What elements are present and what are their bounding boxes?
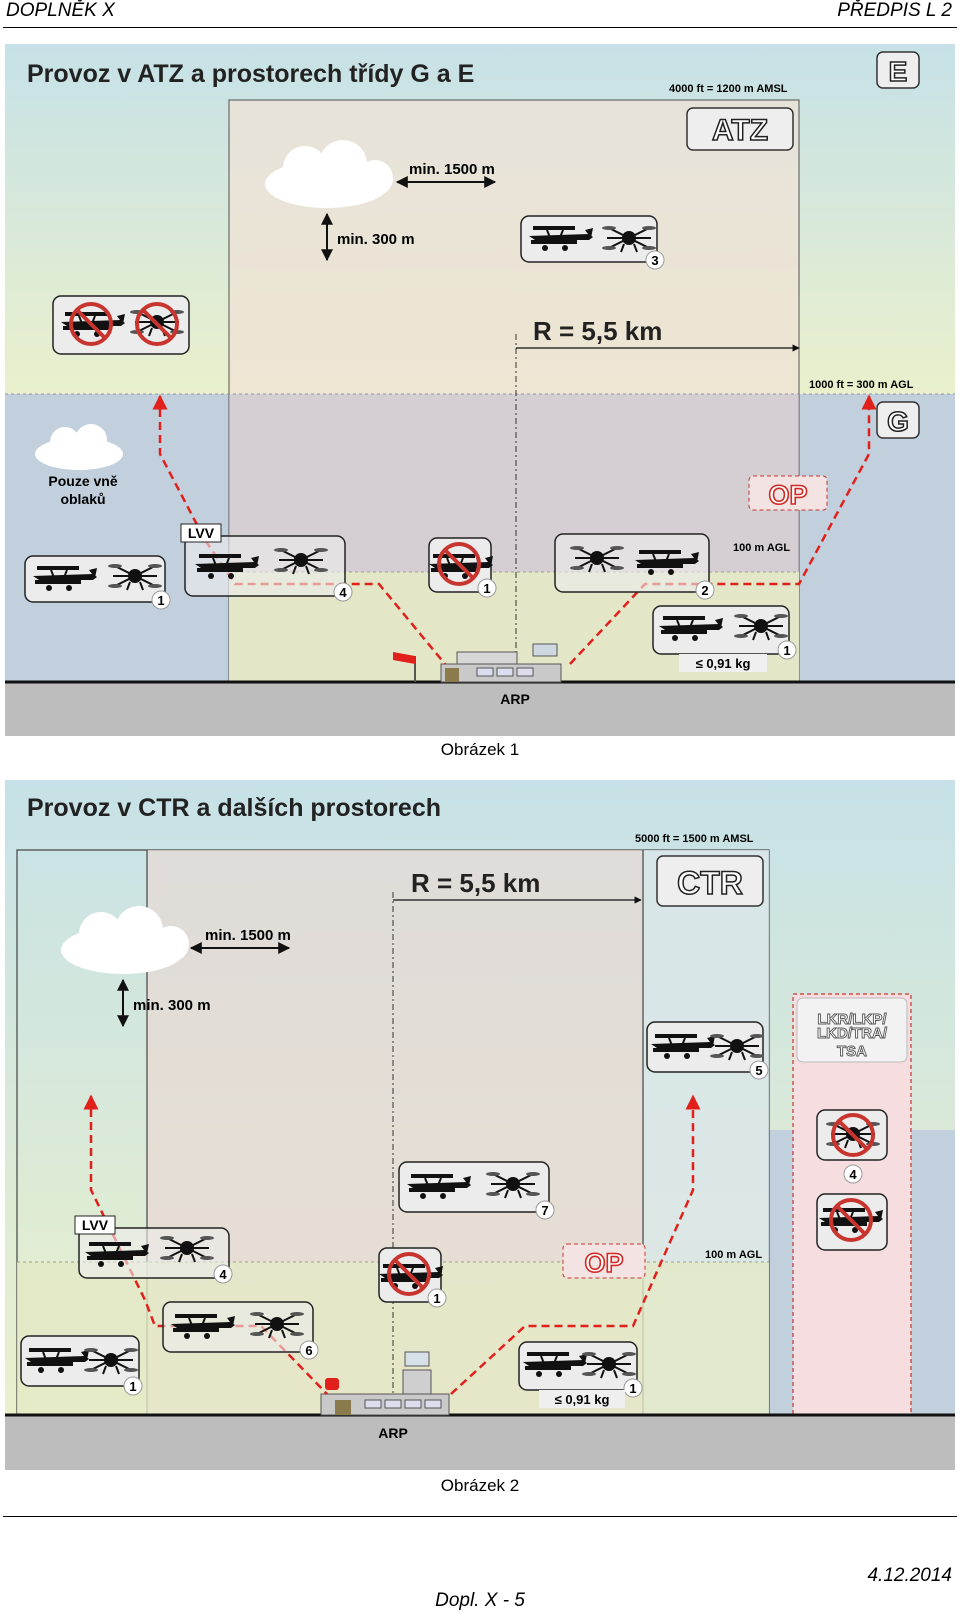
class-g-badge [876,401,920,439]
marker-2: 2 [701,583,708,598]
figure-2: LKR/LKP/ LKD/TRA/ TSA ARP Provoz v CTR a… [5,780,955,1470]
op-zone [562,1243,646,1279]
small-cloud-icon [35,424,123,470]
operation-box-4-lvv: LVV 4 [180,523,353,602]
cloud-vertical-min: min. 300 m [337,231,415,248]
cloud-icon [61,906,189,974]
ctr-badge [656,855,764,907]
atz-badge [686,107,794,151]
op-zone [748,475,828,511]
figure-2-diagram: LKR/LKP/ LKD/TRA/ TSA ARP Provoz v CTR a… [5,780,955,1470]
airport-building-icon [393,643,562,683]
lvv-label: LVV [82,1217,109,1233]
altitude-5000ft: 5000 ft = 1500 m AMSL [635,833,754,845]
operation-box-7: 7 [398,1161,555,1220]
marker-1-left: 1 [157,593,164,608]
altitude-4000ft: 4000 ft = 1200 m AMSL [669,83,788,95]
prohibited-box-1-centre: 1 [378,1247,447,1308]
control-tower-icon [320,1351,450,1416]
restricted-area-label-3: TSA [837,1043,867,1060]
cloud-horizontal-min: min. 1500 m [409,161,495,178]
prohibited-box-restricted-top [816,1109,888,1161]
document-header-right: PŘEDPIS L 2 [837,0,952,21]
radius-label: R = 5,5 km [411,868,540,898]
operation-box-1-right: 1 ≤ 0,91 kg [518,1341,643,1408]
prohibited-box-class-e [52,295,190,355]
class-g-label: G [887,406,909,437]
cloud-horizontal-min: min. 1500 m [205,927,291,944]
marker-7: 7 [541,1203,548,1218]
altitude-1000ft: 1000 ft = 300 m AGL [809,379,914,391]
marker-4-restricted: 4 [849,1167,857,1182]
operation-box-5: 5 [646,1021,769,1080]
marker-1-left: 1 [129,1379,136,1394]
marker-4: 4 [219,1267,227,1282]
operation-box-1-left: 1 [20,1335,143,1396]
ground [5,1415,955,1470]
marker-1-centre: 1 [483,581,490,596]
operation-box-2: 2 [554,533,715,600]
flight-route-right [450,1094,701,1395]
restricted-area-label-1: LKR/LKP/ [817,1011,887,1028]
operation-box-4-lvv: LVV 4 [74,1215,233,1284]
class-e-label: E [889,56,908,87]
figure-2-caption: Obrázek 2 [440,1476,520,1495]
op-label: OP [584,1248,623,1278]
marker-3: 3 [651,253,658,268]
footer-date: 4.12.2014 [867,1565,952,1586]
operation-box-1-left: 1 [24,555,171,610]
restricted-area-badge [796,997,908,1063]
class-e-badge [876,51,920,89]
restricted-area-label-2: LKD/TRA/ [817,1025,888,1042]
marker-4: 4 [339,585,347,600]
cloud-icon [265,140,393,208]
arp-label: ARP [500,691,530,707]
figure-2-title: Provoz v CTR a dalších prostorech [27,794,441,822]
figure-1-caption: Obrázek 1 [440,740,520,759]
weight-limit-label: ≤ 0,91 kg [555,1392,610,1407]
ctr-label: CTR [677,865,743,901]
marker-1-right: 1 [783,643,790,658]
marker-1-right: 1 [629,1381,636,1396]
figure-1-title: Provoz v ATZ a prostorech třídy G a E [27,60,474,88]
weight-limit-label: ≤ 0,91 kg [696,656,751,671]
cloud-vertical-min: min. 300 m [133,997,211,1014]
document-header-left: DOPLNĚK X [6,0,115,21]
altitude-100m: 100 m AGL [733,542,790,554]
arp-label: ARP [378,1425,408,1441]
header-rule [3,27,957,28]
atz-label: ATZ [712,114,768,147]
radius-label: R = 5,5 km [533,316,662,346]
prohibited-box-restricted-bottom [816,1193,888,1251]
flight-route-right [569,394,877,665]
figure-1-diagram: ARP Provoz v ATZ a prostorech třídy G a … [5,44,955,736]
lvv-label: LVV [188,525,215,541]
operation-box-3: 3 [520,215,665,270]
marker-5: 5 [755,1063,762,1078]
marker-6: 6 [305,1343,312,1358]
operation-box-1-right: 1 ≤ 0,91 kg [652,605,797,672]
operation-box-6: 6 [162,1301,319,1360]
footer-page-number: Dopl. X - 5 [435,1590,525,1611]
prohibited-box-1-centre: 1 [428,537,497,598]
op-label: OP [768,480,807,510]
figure-1: ARP Provoz v ATZ a prostorech třídy G a … [5,44,955,736]
ground [5,682,955,736]
marker-4-restricted-bg [843,1164,863,1184]
footer-rule [3,1516,957,1517]
altitude-100m: 100 m AGL [705,1249,762,1261]
flight-route-left [152,394,446,665]
marker-1-centre: 1 [433,1291,440,1306]
